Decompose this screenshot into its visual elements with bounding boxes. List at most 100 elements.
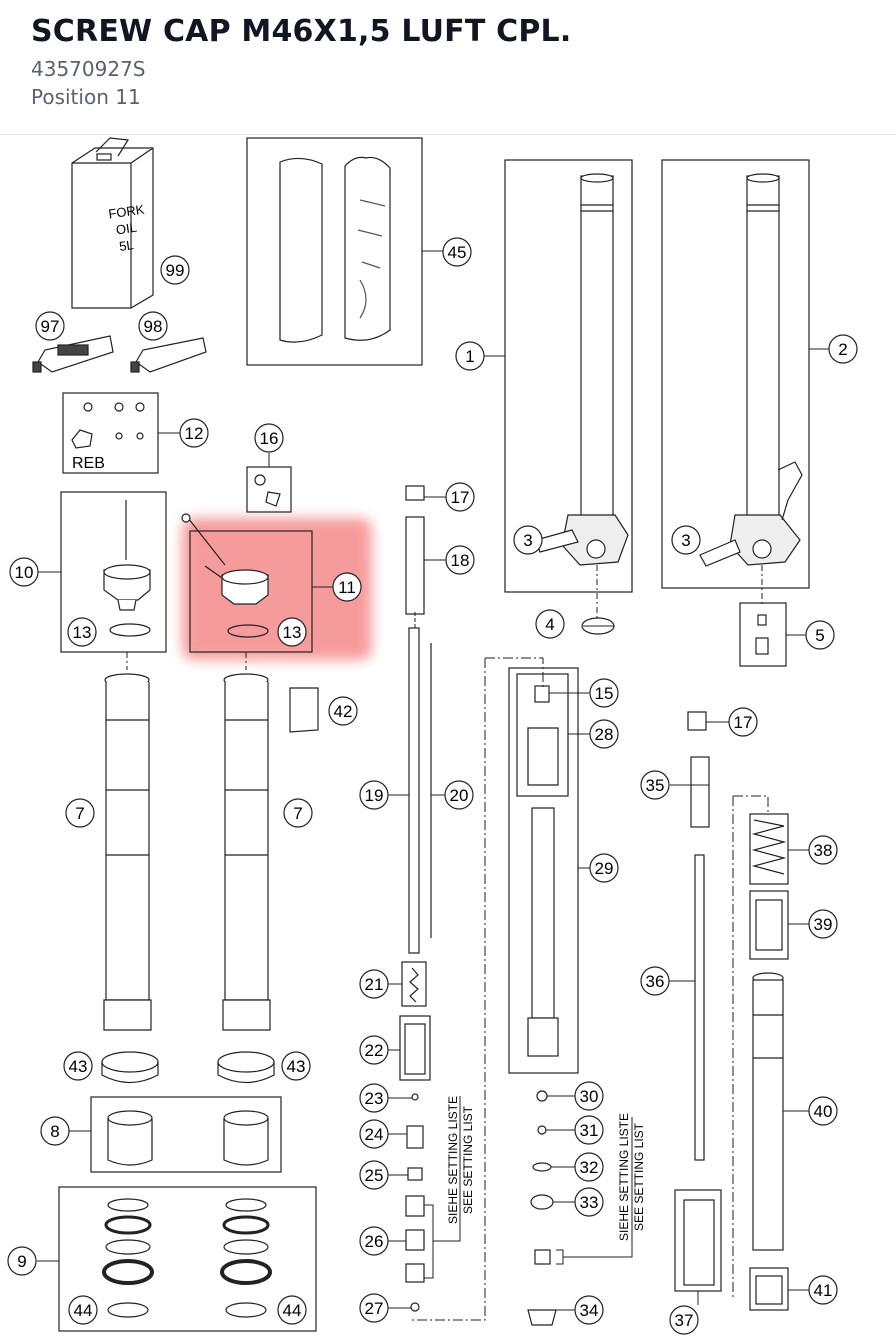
callout-5[interactable]: 5 [805, 620, 835, 650]
callout-1[interactable]: 1 [455, 341, 485, 371]
reb-label: REB [72, 455, 105, 472]
grease-tube-98 [130, 337, 207, 373]
drawing-text: FORK OIL 5L REB SIEHE SETTING LISTE SEE … [72, 202, 646, 1241]
callout-10[interactable]: 10 [9, 557, 39, 587]
callout-label: 21 [365, 975, 384, 994]
rod-36 [694, 854, 705, 1161]
callout-circle [574, 1187, 604, 1217]
callout-22[interactable]: 22 [359, 1035, 389, 1065]
callout-37[interactable]: 37 [669, 1305, 699, 1335]
exploded-parts-diagram: FORK OIL 5L REB SIEHE SETTING LISTE SEE … [0, 134, 896, 1335]
callout-circle [574, 1152, 604, 1182]
callout-25[interactable]: 25 [359, 1160, 389, 1190]
callout-44[interactable]: 44 [68, 1295, 98, 1325]
callout-16[interactable]: 16 [254, 423, 284, 453]
callout-label: 40 [814, 1102, 833, 1121]
callout-circle [65, 798, 95, 828]
callout-39[interactable]: 39 [808, 909, 838, 939]
callout-label: 23 [365, 1089, 384, 1108]
callout-43[interactable]: 43 [281, 1051, 311, 1081]
highlight-position-11[interactable] [182, 518, 372, 660]
fork-outer-tube-2 [699, 173, 803, 567]
group-parts [32, 137, 803, 1326]
callout-99[interactable]: 99 [160, 255, 190, 285]
callout-45[interactable]: 45 [442, 237, 472, 267]
callout-circle [332, 572, 362, 602]
callout-circle [9, 557, 39, 587]
callout-label: 1 [465, 347, 474, 366]
callout-31[interactable]: 31 [574, 1115, 604, 1145]
callout-41[interactable]: 41 [808, 1275, 838, 1305]
callout-circle [7, 1246, 37, 1276]
callout-13[interactable]: 13 [277, 617, 307, 647]
callout-label: 20 [450, 786, 469, 805]
part-23 [411, 1093, 419, 1101]
callout-label: 43 [287, 1057, 306, 1076]
callout-11[interactable]: 11 [332, 572, 362, 602]
callout-23[interactable]: 23 [359, 1083, 389, 1113]
part-15 [534, 685, 550, 703]
part-24 [406, 1125, 424, 1149]
callout-2[interactable]: 2 [828, 334, 858, 364]
callout-circle [67, 617, 97, 647]
callout-42[interactable]: 42 [328, 696, 358, 726]
callout-15[interactable]: 15 [589, 678, 619, 708]
fork-outer-tube-1 [535, 173, 629, 566]
callout-21[interactable]: 21 [359, 969, 389, 999]
callout-40[interactable]: 40 [808, 1096, 838, 1126]
callout-98[interactable]: 98 [138, 311, 168, 341]
callout-3[interactable]: 3 [671, 525, 701, 555]
callout-circle [513, 525, 543, 555]
callout-circle [35, 311, 65, 341]
callout-33[interactable]: 33 [574, 1187, 604, 1217]
callout-26[interactable]: 26 [359, 1226, 389, 1256]
callout-12[interactable]: 12 [179, 418, 209, 448]
callout-4[interactable]: 4 [535, 609, 565, 639]
callout-18[interactable]: 18 [445, 545, 475, 575]
callout-label: 3 [523, 531, 532, 550]
callout-circle [359, 1119, 389, 1149]
callout-label: 36 [646, 972, 665, 991]
callout-circle [445, 482, 475, 512]
callout-circle [138, 311, 168, 341]
callout-9[interactable]: 9 [7, 1246, 37, 1276]
callout-17[interactable]: 17 [445, 482, 475, 512]
callout-43[interactable]: 43 [63, 1051, 93, 1081]
callout-circle [828, 334, 858, 364]
callout-label: 4 [545, 615, 554, 634]
callout-label: 8 [50, 1122, 59, 1141]
callout-24[interactable]: 24 [359, 1119, 389, 1149]
fork-oil-can [71, 137, 154, 309]
callout-7[interactable]: 7 [283, 798, 313, 828]
callout-30[interactable]: 30 [574, 1081, 604, 1111]
callout-35[interactable]: 35 [640, 770, 670, 800]
callout-13[interactable]: 13 [67, 617, 97, 647]
callout-34[interactable]: 34 [574, 1295, 604, 1325]
callout-29[interactable]: 29 [589, 853, 619, 883]
callout-circle [535, 609, 565, 639]
callout-3[interactable]: 3 [513, 525, 543, 555]
callout-label: 17 [451, 488, 470, 507]
callout-8[interactable]: 8 [40, 1116, 70, 1146]
callout-97[interactable]: 97 [35, 311, 65, 341]
callout-17[interactable]: 17 [728, 707, 758, 737]
callout-label: 32 [580, 1158, 599, 1177]
callout-20[interactable]: 20 [444, 780, 474, 810]
callout-27[interactable]: 27 [359, 1293, 389, 1323]
callout-label: 28 [595, 725, 614, 744]
callout-label: 35 [646, 776, 665, 795]
setting-note-de-1: SIEHE SETTING LISTE [446, 1096, 460, 1224]
callout-label: 39 [814, 915, 833, 934]
callout-circle [574, 1081, 604, 1111]
callout-label: 34 [580, 1301, 599, 1320]
callout-7[interactable]: 7 [65, 798, 95, 828]
callout-19[interactable]: 19 [359, 780, 389, 810]
part-25 [407, 1167, 423, 1181]
callout-36[interactable]: 36 [640, 966, 670, 996]
callout-28[interactable]: 28 [589, 719, 619, 749]
callout-circle [589, 678, 619, 708]
callout-38[interactable]: 38 [808, 835, 838, 865]
callout-label: 3 [681, 531, 690, 550]
callout-32[interactable]: 32 [574, 1152, 604, 1182]
callout-44[interactable]: 44 [277, 1295, 307, 1325]
